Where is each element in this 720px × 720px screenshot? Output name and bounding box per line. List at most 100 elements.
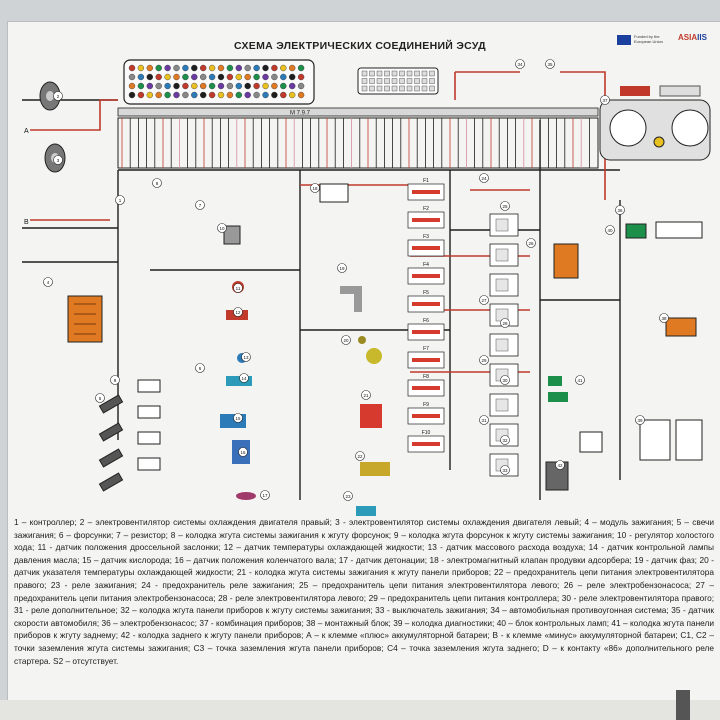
fuse-element xyxy=(412,414,440,418)
callout-circle xyxy=(361,390,371,400)
harness-pin xyxy=(361,78,368,84)
ecu-pin xyxy=(235,73,243,81)
callout-number: 22 xyxy=(357,454,363,459)
relay-coil xyxy=(495,398,509,412)
callout-number: 20 xyxy=(343,338,349,343)
ecu-pin xyxy=(271,64,278,72)
harness-pin xyxy=(414,70,420,77)
harness-pin xyxy=(399,78,405,84)
callout-circle xyxy=(575,375,585,385)
callout-number: 28 xyxy=(502,321,508,326)
callout-circle xyxy=(500,375,510,385)
callout-number: 1 xyxy=(119,198,122,203)
callout-circle xyxy=(115,195,125,205)
harness-pin xyxy=(369,85,375,92)
ecu-pin xyxy=(173,82,180,90)
fuse-element xyxy=(412,190,440,194)
callout-circle xyxy=(195,200,205,210)
ecu-pin xyxy=(262,82,269,90)
ecu-pin xyxy=(191,82,198,90)
callout-circle xyxy=(500,201,510,211)
ecu-pin xyxy=(297,64,305,72)
ecu-pin xyxy=(146,91,154,99)
ecu-pin xyxy=(128,73,136,81)
harness-pin xyxy=(384,70,390,77)
harness-pin xyxy=(414,78,420,84)
ecu-pin xyxy=(146,73,154,81)
callout-number: 31 xyxy=(481,418,487,423)
callout-number: 9 xyxy=(114,378,117,383)
legend-text: 1 – контроллер; 2 – электровентилятор си… xyxy=(14,517,714,666)
harness-pin xyxy=(384,85,390,92)
callout-number: 33 xyxy=(502,468,508,473)
callout-circle xyxy=(615,205,625,215)
harness-pin xyxy=(406,70,413,77)
ecu-pin xyxy=(244,64,251,72)
ecu-pin xyxy=(253,64,260,72)
callout-circle xyxy=(479,173,489,183)
ecu-pin xyxy=(262,64,269,72)
fuse-label: F6 xyxy=(423,318,429,324)
ecu-pin xyxy=(182,73,189,81)
ecu-pin xyxy=(164,64,171,72)
callout-number: 19 xyxy=(339,266,345,271)
harness-pin xyxy=(376,85,383,92)
ecu-pin xyxy=(146,82,154,90)
relay-column xyxy=(489,213,519,477)
callout-number: 8 xyxy=(156,181,159,186)
callout-number: 36 xyxy=(617,208,623,213)
ecu-pin xyxy=(182,82,189,90)
ecu-pin xyxy=(244,91,251,99)
ecu-pin xyxy=(208,64,216,72)
ecu-pin xyxy=(199,64,207,72)
callout-layer: 1234567891011121314151617181920212223242… xyxy=(43,59,669,501)
ecu-pin xyxy=(280,82,287,90)
callout-circle xyxy=(605,225,615,235)
ecu-pin xyxy=(271,73,278,81)
ecu-pin xyxy=(280,64,287,72)
fuse-label: F5 xyxy=(423,290,429,296)
ecu-pin xyxy=(137,91,145,99)
callout-circle xyxy=(233,307,243,317)
fuse-label: F4 xyxy=(423,262,429,268)
callout-number: 13 xyxy=(243,355,249,360)
harness-pin xyxy=(376,70,383,77)
harness-pin xyxy=(429,70,435,77)
callout-circle xyxy=(310,183,320,193)
callout-number: 41 xyxy=(577,378,583,383)
callout-number: 4 xyxy=(47,280,50,285)
callout-number: 16 xyxy=(240,450,246,455)
ecu-pin xyxy=(137,73,145,81)
callout-number: 26 xyxy=(528,241,534,246)
callout-number: 32 xyxy=(502,438,508,443)
ecu-label: M 7.9.7 xyxy=(290,111,311,117)
asia-logo-suffix: IIS xyxy=(697,33,707,42)
callout-number: 39 xyxy=(637,418,643,423)
callout-circle xyxy=(500,435,510,445)
ecu-pin xyxy=(199,91,207,99)
callout-number: 42 xyxy=(557,463,563,468)
fuse-element xyxy=(412,358,440,362)
harness-pin xyxy=(406,85,413,92)
fuse-element xyxy=(412,442,440,446)
eu-flag-icon xyxy=(617,35,631,45)
ecu-pin xyxy=(191,73,198,81)
ecu-pin xyxy=(173,91,180,99)
callout-circle xyxy=(95,393,105,403)
harness-pin xyxy=(376,78,383,84)
ecu-pin xyxy=(164,73,171,81)
callout-number: 5 xyxy=(99,396,102,401)
callout-circle xyxy=(479,355,489,365)
ecu-pin xyxy=(173,73,180,81)
harness-pin xyxy=(421,70,428,77)
callout-number: 30 xyxy=(502,378,508,383)
callout-number: 25 xyxy=(502,204,508,209)
power-wires xyxy=(30,71,606,373)
harness-pin xyxy=(429,85,435,92)
callout-number: 6 xyxy=(199,366,202,371)
callout-number: 27 xyxy=(481,298,487,303)
ecu-pin xyxy=(199,73,207,81)
callout-circle xyxy=(500,318,510,328)
callout-circle xyxy=(233,413,243,423)
callout-number: 18 xyxy=(312,186,318,191)
